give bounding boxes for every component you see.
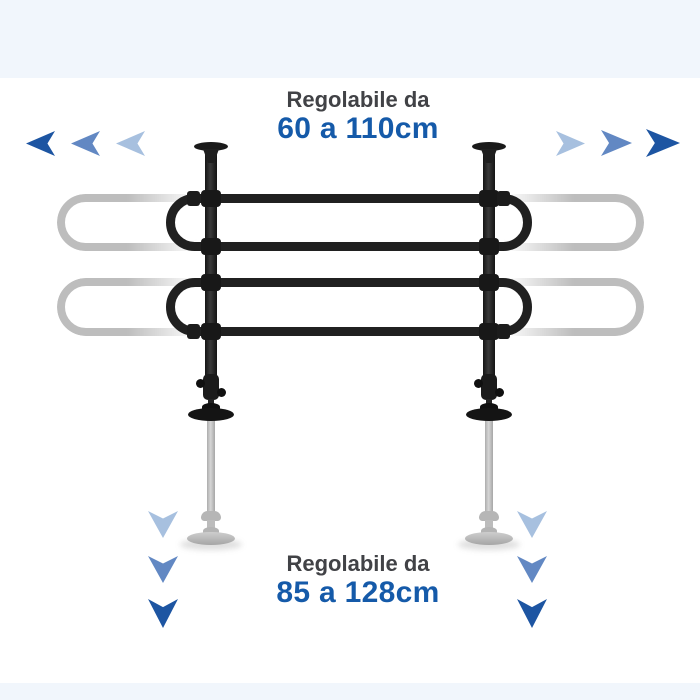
arrow-down-icon xyxy=(517,511,547,538)
barrier-loop-lower xyxy=(166,278,532,336)
gray-extension-rod-left xyxy=(207,419,215,518)
pole-top-cap-left xyxy=(194,142,228,151)
pole-foot-right xyxy=(466,408,512,421)
pole-clamp xyxy=(479,190,499,207)
pole-clamp xyxy=(201,274,221,291)
barrier-loop-upper xyxy=(166,194,532,251)
height-adjust-label: Regolabile da xyxy=(286,551,430,576)
tensioner-clamp-left xyxy=(203,374,219,400)
top-band xyxy=(0,0,700,78)
bottom-band xyxy=(0,683,700,700)
tensioner-knob xyxy=(217,388,226,397)
gray-extension-foot-right xyxy=(465,532,513,545)
pole-foot-left xyxy=(188,408,234,421)
pole-foot-dome-right xyxy=(480,403,498,411)
gray-extension-foot-dome-right xyxy=(481,527,497,535)
tensioner-knob xyxy=(474,379,483,388)
pole-clamp xyxy=(479,274,499,291)
gray-extension-foot-left xyxy=(187,532,235,545)
pole-top-cap-right xyxy=(472,142,506,151)
width-adjust-label: Regolabile da xyxy=(286,87,430,112)
pole-clamp xyxy=(201,323,221,340)
pole-top-cap-cone-right xyxy=(481,149,497,163)
pole-foot-dome-left xyxy=(202,403,220,411)
pole-clamp xyxy=(201,238,221,255)
gray-extension-rod-right xyxy=(485,419,493,518)
tube-collar xyxy=(497,191,510,206)
arrow-down-icon xyxy=(148,511,178,538)
tube-collar xyxy=(187,191,200,206)
width-adjust-value: 60 a 110cm xyxy=(277,112,439,145)
gray-extension-clamp-left xyxy=(201,511,221,521)
tube-collar xyxy=(497,324,510,339)
height-adjust-value: 85 a 128cm xyxy=(276,576,440,609)
tensioner-knob xyxy=(196,379,205,388)
barrier-pole-right xyxy=(483,152,495,382)
gray-extension-foot-dome-left xyxy=(203,527,219,535)
pole-clamp xyxy=(201,190,221,207)
pole-top-cap-cone-left xyxy=(203,149,219,163)
pole-clamp xyxy=(479,238,499,255)
tensioner-clamp-right xyxy=(481,374,497,400)
tube-collar xyxy=(187,324,200,339)
tensioner-knob xyxy=(495,388,504,397)
pole-clamp xyxy=(479,323,499,340)
barrier-pole-left xyxy=(205,152,217,382)
gray-extension-clamp-right xyxy=(479,511,499,521)
